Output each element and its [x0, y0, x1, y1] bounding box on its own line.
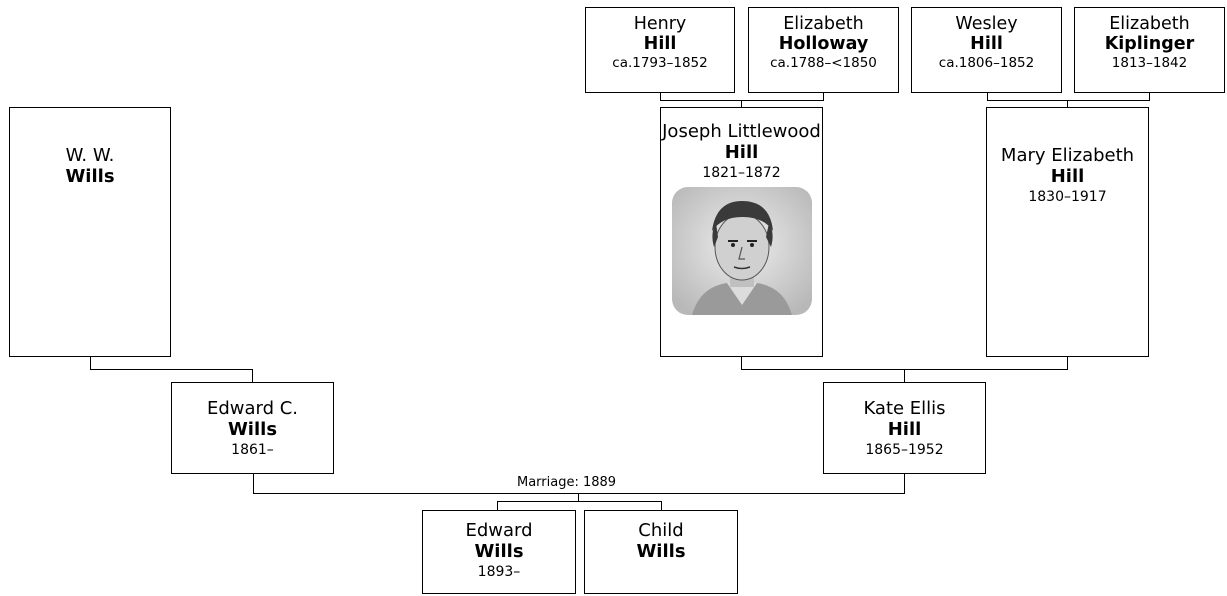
- given-name: Wesley: [955, 14, 1018, 34]
- given-name: Elizabeth: [783, 14, 864, 34]
- marriage-line: [253, 493, 905, 494]
- surname: Wills: [474, 540, 524, 562]
- connector-line: [661, 501, 662, 511]
- person-elizabeth-kiplinger[interactable]: Elizabeth Kiplinger 1813–1842: [1074, 7, 1225, 93]
- surname: Kiplinger: [1104, 34, 1195, 55]
- connector-line: [904, 473, 905, 494]
- life-dates: 1865–1952: [865, 442, 944, 459]
- connector-line: [741, 100, 742, 108]
- life-dates: 1861–: [231, 442, 274, 459]
- life-dates: 1821–1872: [702, 165, 781, 182]
- life-dates: ca.1806–1852: [938, 55, 1035, 72]
- connector-line: [660, 100, 824, 101]
- surname: Wills: [65, 165, 115, 187]
- marriage-label: Marriage: 1889: [517, 475, 617, 490]
- life-dates: 1893–: [477, 564, 521, 581]
- connector-line: [823, 93, 824, 101]
- given-name: Child: [638, 520, 684, 541]
- given-name: W. W.: [65, 145, 115, 166]
- person-ww-wills[interactable]: W. W. Wills: [9, 107, 171, 357]
- person-mary-hill[interactable]: Mary Elizabeth Hill 1830–1917: [986, 107, 1149, 357]
- connector-line: [741, 356, 742, 369]
- connector-line: [253, 473, 254, 494]
- given-name: Kate Ellis: [863, 398, 946, 419]
- person-elizabeth-holloway[interactable]: Elizabeth Holloway ca.1788–<1850: [748, 7, 899, 93]
- life-dates: 1813–1842: [1111, 55, 1188, 72]
- life-dates: 1830–1917: [1028, 189, 1107, 206]
- connector-line: [987, 100, 1150, 101]
- connector-line: [904, 369, 905, 382]
- surname: Hill: [724, 141, 759, 163]
- surname: Wills: [227, 418, 278, 440]
- surname: Hill: [970, 34, 1003, 55]
- surname: Hill: [1050, 165, 1085, 187]
- connector-line: [660, 93, 661, 101]
- given-name: Henry: [633, 14, 687, 34]
- surname: Wills: [636, 540, 686, 562]
- life-dates: ca.1793–1852: [612, 55, 708, 72]
- given-name: Edward C.: [206, 398, 299, 419]
- connector-line: [90, 356, 91, 369]
- connector-line: [1149, 93, 1150, 101]
- connector-line: [252, 369, 253, 382]
- connector-line: [497, 501, 662, 502]
- person-joseph-hill[interactable]: Joseph Littlewood Hill 1821–1872: [660, 107, 823, 357]
- surname: Holloway: [778, 34, 869, 55]
- surname: Hill: [643, 34, 677, 55]
- connector-line: [1067, 356, 1068, 369]
- person-kate-hill[interactable]: Kate Ellis Hill 1865–1952: [823, 382, 986, 474]
- connector-line: [987, 93, 988, 101]
- surname: Hill: [887, 418, 922, 440]
- connector-line: [497, 501, 498, 511]
- connector-line: [578, 493, 579, 501]
- person-edward-c-wills[interactable]: Edward C. Wills 1861–: [171, 382, 334, 474]
- given-name: Elizabeth: [1109, 14, 1190, 34]
- portrait-image: [671, 187, 812, 316]
- connector-line: [90, 369, 253, 370]
- given-name: Joseph Littlewood: [662, 121, 821, 142]
- connector-line: [1067, 100, 1068, 108]
- person-henry-hill[interactable]: Henry Hill ca.1793–1852: [585, 7, 735, 93]
- person-edward-wills[interactable]: Edward Wills 1893–: [422, 510, 576, 594]
- person-child-wills[interactable]: Child Wills: [584, 510, 738, 594]
- given-name: Mary Elizabeth: [1000, 145, 1135, 166]
- life-dates: ca.1788–<1850: [770, 55, 877, 72]
- given-name: Edward: [465, 520, 533, 541]
- person-wesley-hill[interactable]: Wesley Hill ca.1806–1852: [911, 7, 1062, 93]
